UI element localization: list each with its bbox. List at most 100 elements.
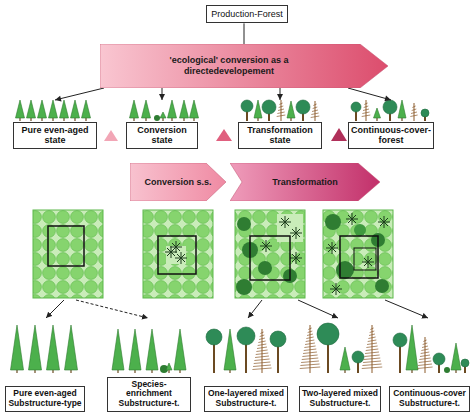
plot-use [290,252,302,264]
larch-branch [418,364,432,366]
tree-trunk [134,370,135,373]
broadleaf-tree [241,100,253,121]
larch-tree [410,103,417,121]
larch-branch [366,346,377,348]
tree-trunk [290,118,291,121]
conifer-tree [287,101,295,121]
conifer-crown [27,100,36,118]
tree-trunk [63,118,64,121]
larch-branch [300,364,319,366]
larch-branch [368,337,375,339]
larch-branch [367,343,377,345]
node-label: Pure even-aged state [13,122,97,149]
broadleaf-crown [206,329,222,345]
larch-branch [279,106,284,108]
larch-branch [370,331,375,333]
tree-trunk [411,370,412,373]
tree-trunk [30,118,31,121]
broadleaf-tree [383,100,397,121]
conifer-crown [160,112,166,118]
tree-trunk [133,118,134,121]
leader-line [248,300,262,318]
plot-rect [323,210,393,298]
node-label: Production-Forest [206,5,288,23]
larch-branch [256,350,267,352]
broadleaf-tree [433,353,445,373]
state-box: Conversion state [126,100,198,149]
conifer-crown [112,329,124,370]
conifer-tree [451,343,461,373]
larch-branch [254,362,271,364]
larch-branch [411,112,417,114]
conifer-crown [190,100,199,118]
conifer-tree [129,329,141,373]
larch-branch [304,349,317,351]
larch-branch [363,361,381,363]
phase-arrow: Transformation [230,163,380,201]
larch-branch [419,358,430,360]
leader-line [298,300,338,318]
conifer-crown [11,325,24,370]
tree-trunk [117,370,118,373]
tree-trunk [19,118,20,121]
type-box: Two-layered mixed Substructure-t. [299,386,381,412]
larch-branch [300,367,320,369]
conifer-crown [82,100,91,118]
stand-plot [323,210,393,298]
conifer-tree [398,100,406,121]
connector [348,88,391,101]
plot-use [378,216,390,228]
broadleaf-crown [241,100,253,112]
tree-trunk [376,118,377,121]
conifer-crown [406,325,418,370]
tree-trunk [52,118,53,121]
stage-triangle [331,128,347,141]
node-label: Conversion state [126,122,198,149]
conifer-crown [142,100,151,118]
conifer-tree [374,108,381,121]
conifer-tree [180,100,189,121]
conifer-crown [374,108,381,118]
stage-triangle [216,129,232,141]
conifer-tree [224,329,236,373]
larch-branch [258,344,267,346]
larch-branch [366,349,379,351]
conifer-tree [65,325,78,373]
broadleaf-tree [352,351,364,373]
conifer-tree [340,347,350,373]
larch-branch [363,109,369,111]
larch-branch [311,113,318,115]
conifer-crown [146,329,158,370]
conifer-tree [190,100,199,121]
type-box: One-layered mixed Substructure-t. [204,386,288,412]
conifer-tree [27,100,36,121]
root-box: Production-Forest [206,5,288,23]
conifer-tree [146,329,158,373]
conifer-crown [168,100,177,118]
plot-circle [354,224,366,236]
tree-trunk [52,370,53,373]
state-box: Continuous-cover-forest [348,100,434,149]
larch-branch [364,103,367,105]
broadleaf-tree [393,333,407,373]
broadleaf-crown [237,327,255,345]
larch-branch [412,106,415,108]
tree-trunk [401,118,402,121]
larch-branch [419,361,432,363]
broadleaf-crown [352,351,364,363]
arrow-head [277,94,283,100]
process-band: 'ecological' conversion as a directedeve… [100,44,388,88]
larch-tree [417,337,432,373]
plot-circle [258,261,272,275]
conifer-crown [451,343,461,370]
conifer-crown [16,100,25,118]
stand-plot [143,210,213,298]
connector [55,88,104,101]
tree-trunk [229,370,230,373]
larch-tree [362,100,371,121]
larch-branch [421,349,428,351]
tree-trunk [151,370,152,373]
larch-branch [423,343,428,345]
tree-trunk [344,370,345,373]
larch-branch [302,358,319,360]
